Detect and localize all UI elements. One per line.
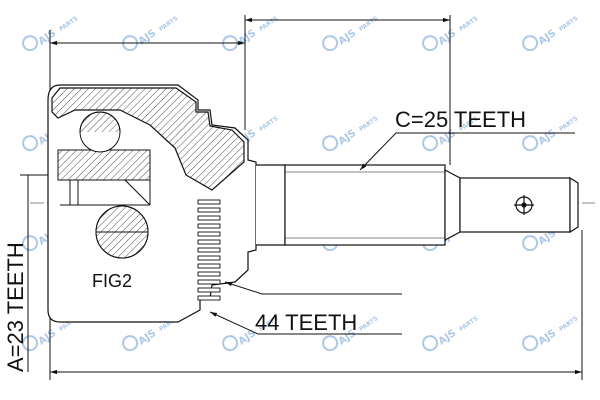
watermark-brand: AJS	[437, 328, 459, 348]
abs-tooth	[197, 239, 221, 245]
watermark-sub: PARTS	[358, 115, 379, 133]
watermark-sub: PARTS	[558, 115, 579, 133]
spline-shaft	[256, 164, 579, 246]
watermark-brand: AJS	[437, 28, 459, 48]
watermark-sub: PARTS	[558, 15, 579, 33]
label-inner-spline-teeth: A=23 TEETH	[3, 242, 28, 372]
watermark-brand: AJS	[237, 28, 259, 48]
watermark-sub: PARTS	[458, 315, 479, 333]
abs-tooth	[197, 255, 221, 261]
abs-tooth	[197, 199, 221, 205]
watermark-brand: AJS	[137, 28, 159, 48]
watermark-sub: PARTS	[358, 15, 379, 33]
abs-ring	[197, 199, 221, 301]
label-spline-teeth: C=25 TEETH	[395, 107, 526, 132]
label-abs-teeth: 44 TEETH	[255, 310, 357, 335]
abs-tooth	[197, 215, 221, 221]
watermark-brand: AJS	[337, 128, 359, 148]
abs-tooth	[197, 271, 221, 277]
abs-tooth	[197, 247, 221, 253]
watermark-sub: PARTS	[358, 315, 379, 333]
watermark-brand: AJS	[137, 328, 159, 348]
watermark-sub: PARTS	[258, 15, 279, 33]
abs-tooth	[197, 295, 221, 301]
watermark-brand: AJS	[537, 28, 559, 48]
outer-housing	[47, 84, 257, 323]
watermark-brand: AJS	[37, 28, 59, 48]
label-fig: FIG2	[92, 271, 132, 291]
watermark-brand: AJS	[537, 128, 559, 148]
abs-tooth	[197, 207, 221, 213]
abs-tooth	[197, 223, 221, 229]
abs-tooth	[197, 279, 221, 285]
watermark-sub: PARTS	[58, 15, 79, 33]
abs-tooth	[197, 287, 221, 293]
watermark-sub: PARTS	[258, 115, 279, 133]
inner-race	[57, 111, 151, 259]
watermark-sub: PARTS	[158, 15, 179, 33]
watermark-brand: AJS	[37, 328, 59, 348]
watermark-sub: PARTS	[458, 15, 479, 33]
watermark-brand: AJS	[337, 28, 359, 48]
watermark-brand: AJS	[537, 328, 559, 348]
watermark-sub: PARTS	[558, 315, 579, 333]
leader-lines	[209, 132, 575, 335]
abs-tooth	[197, 231, 221, 237]
abs-tooth	[197, 263, 221, 269]
